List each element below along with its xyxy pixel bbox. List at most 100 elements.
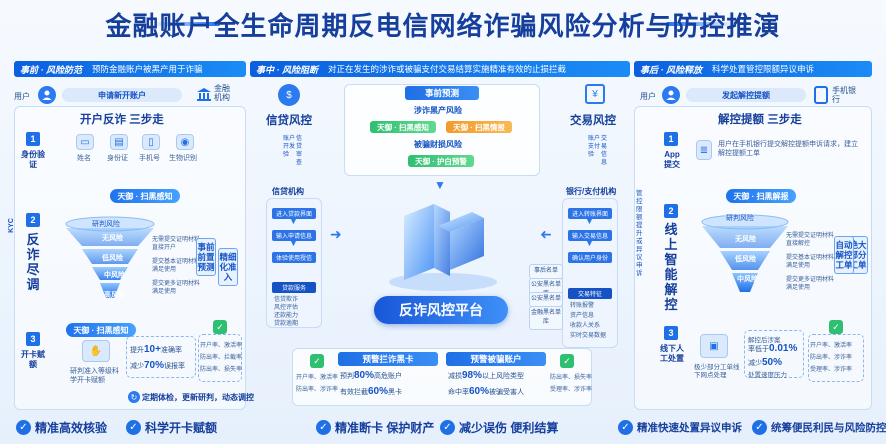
tianyu-perceive-badge: 天御 · 扫黑感知 xyxy=(110,189,180,203)
credit-step: 进入贷款界面 xyxy=(272,208,316,219)
trade-flow-panel xyxy=(562,198,618,348)
middle-tag: 金融黑名单库 xyxy=(529,306,563,330)
shield-item: 开户率、激活率 xyxy=(810,343,853,349)
bank-label: 金融机构 xyxy=(214,84,230,102)
shield-item: 防出率、损失率 xyxy=(200,367,243,373)
step1-label: App 提交 xyxy=(664,150,680,169)
card-defrauded: 预警被骗账户 xyxy=(446,352,546,366)
defrauded-risk-label: 被骗财损风险 xyxy=(414,140,462,149)
trade-feature: 交易特征 xyxy=(568,288,612,299)
mobile-phone-icon xyxy=(814,86,828,104)
check-icon: ✓ xyxy=(16,419,31,435)
right-heading: 解控提额 三步走 xyxy=(718,114,802,126)
monitor-icon: ¥ xyxy=(585,84,605,104)
middle-shield-right: 受理率、涉诈率 xyxy=(550,387,593,393)
pill-perceive: 天御 · 扫黑感知 xyxy=(370,121,436,133)
credit-review-label: 信贷审查 xyxy=(296,136,303,166)
offline-note: 极少部分工单线下网点处理 xyxy=(694,364,740,379)
anti-fraud-platform: 反诈风控平台 xyxy=(374,296,508,324)
money-bag-icon: $ xyxy=(278,84,300,106)
credit-step: 输入申请信息 xyxy=(272,230,316,241)
phase-bar-during: 事中 · 风险阻断 对正在发生的涉诈或被骗支付交易结算实施精准有效的止损拦截 xyxy=(250,61,630,77)
pill-protect: 天御 · 护白预警 xyxy=(408,155,474,167)
credit-org-label: 信贷机构 xyxy=(272,187,304,196)
id-item-idcard: 身份证 xyxy=(107,155,128,162)
footer-item: ✓精准快速处置异议申诉 xyxy=(618,414,742,440)
prevention-header: 事前预测 xyxy=(405,86,479,100)
card1-stat: 预判80%高危账户 xyxy=(340,370,403,381)
trade-bottom-item: 转账报警 xyxy=(570,303,595,309)
credit-bottom-item: 贷款逾期 xyxy=(274,321,299,327)
page-title: 金融账户全生命周期反电信网络诈骗风险分析与防控推演 xyxy=(105,11,781,41)
down-arrow-icon: ▼ xyxy=(434,178,446,192)
apply-unlock-bar: 发起解控提额 xyxy=(686,88,806,102)
right-stat-label: 解控后涉案 xyxy=(748,337,781,344)
down-arrow-icon: ▼ xyxy=(289,238,298,248)
right-risk-funnel xyxy=(701,214,789,292)
step-number-1: 1 xyxy=(26,132,40,146)
name-icon: ▭ xyxy=(76,134,94,150)
step-number-1: 1 xyxy=(664,132,678,146)
tianyu-monitor-badge: 天御 · 扫黑感知 xyxy=(66,323,136,337)
sync-icon: ↻ xyxy=(128,391,140,403)
phase-name: 事前 · 风险防范 xyxy=(20,64,82,75)
id-item-phone: 手机号 xyxy=(139,155,160,162)
step1-label: 身份验证 xyxy=(21,150,45,169)
funnel-note: 提交更多证明材料满足使用 xyxy=(152,281,201,295)
phase-desc: 预防金融账户被黑产用于诈骗 xyxy=(92,64,203,74)
step-number-3: 3 xyxy=(664,326,678,340)
pill-intel: 天御 · 扫黑情报 xyxy=(446,121,512,133)
middle-shield-left: 开户率、激活率 xyxy=(296,375,339,381)
funnel-note: 提交基本证明材料满足使用 xyxy=(152,259,201,273)
funnel-layer-label: 低风险 xyxy=(102,255,123,262)
shield-check-icon: ✓ xyxy=(560,354,574,368)
step3-label: 开卡赋额 xyxy=(21,350,45,369)
footer-item: ✓精准断卡 保护财产 xyxy=(316,414,434,440)
credit-bottom-item: 信贷欺诈 xyxy=(274,297,299,303)
check-icon: ✓ xyxy=(440,419,455,435)
funnel-layer-label: 中风险 xyxy=(104,272,125,279)
card2-stat: 命中率60%被骗受害人 xyxy=(448,386,525,397)
left-shield-box xyxy=(198,334,242,382)
down-arrow-icon: ▼ xyxy=(585,238,594,248)
precise-access-tag: 精细化准入 xyxy=(218,248,238,286)
funnel-layer-label: 无风险 xyxy=(102,235,123,242)
credit-step: 体验使用授信 xyxy=(272,252,316,263)
kyc-label: KYC xyxy=(7,218,15,233)
dynamic-adjust-text: 定期体检，更新研判，动态调控 xyxy=(142,393,254,402)
card-black-card: 预警拦诈黑卡 xyxy=(338,352,438,366)
trade-risk-heading: 交易风控 xyxy=(570,115,616,127)
left-arrow-icon: ➜ xyxy=(540,226,552,242)
id-card-icon: ▤ xyxy=(110,134,128,150)
funnel-layer-label: 高风险 xyxy=(104,292,125,299)
left-risk-funnel xyxy=(65,216,155,298)
mobile-bank-label: 手机银行 xyxy=(832,86,856,104)
trade-info-label: 交易信息 xyxy=(601,136,608,166)
right-user-label: 用户 xyxy=(640,92,656,101)
funnel-note: 提交基本证明材料满足使用 xyxy=(786,255,835,269)
trade-bottom-item: 收款人关系 xyxy=(570,323,601,329)
involved-risk-label: 涉诈黑产风险 xyxy=(414,106,462,115)
stat-box xyxy=(126,336,196,378)
check-icon: ✓ xyxy=(752,419,767,435)
account-label-left: 账户开发验 xyxy=(283,136,296,158)
middle-shield-left: 防出率、涉诈率 xyxy=(296,387,339,393)
biometric-icon: ◉ xyxy=(176,134,194,150)
right-shield-box xyxy=(808,334,864,382)
funnel-note: 提交更多证明材料满足使用 xyxy=(786,277,835,291)
footer-item: ✓精准高效核验 xyxy=(16,414,107,440)
counter-service-icon: ▣ xyxy=(700,334,728,358)
down-arrow-icon: ▼ xyxy=(289,216,298,226)
check-icon: ✓ xyxy=(618,419,633,435)
user-icon xyxy=(38,86,56,104)
phase-desc: 科学处置管控限额异议申诉 xyxy=(712,64,815,74)
step-number-2: 2 xyxy=(26,213,40,227)
credit-bottom-item: 风控评估 xyxy=(274,305,299,311)
hb-text: 研判准入等级科学开卡赋额 xyxy=(70,368,119,384)
phase-desc: 对正在发生的涉诈或被骗支付交易结算实施精准有效的止损拦截 xyxy=(328,64,567,74)
credit-service: 贷款服务 xyxy=(272,282,316,293)
footer-item: ✓减少误伤 便利结算 xyxy=(440,414,558,440)
shield-check-icon: ✓ xyxy=(310,354,324,368)
card1-stat: 有效拦截60%黑卡 xyxy=(340,386,403,397)
stat-line-1: 提升10+准确率 xyxy=(130,344,182,355)
